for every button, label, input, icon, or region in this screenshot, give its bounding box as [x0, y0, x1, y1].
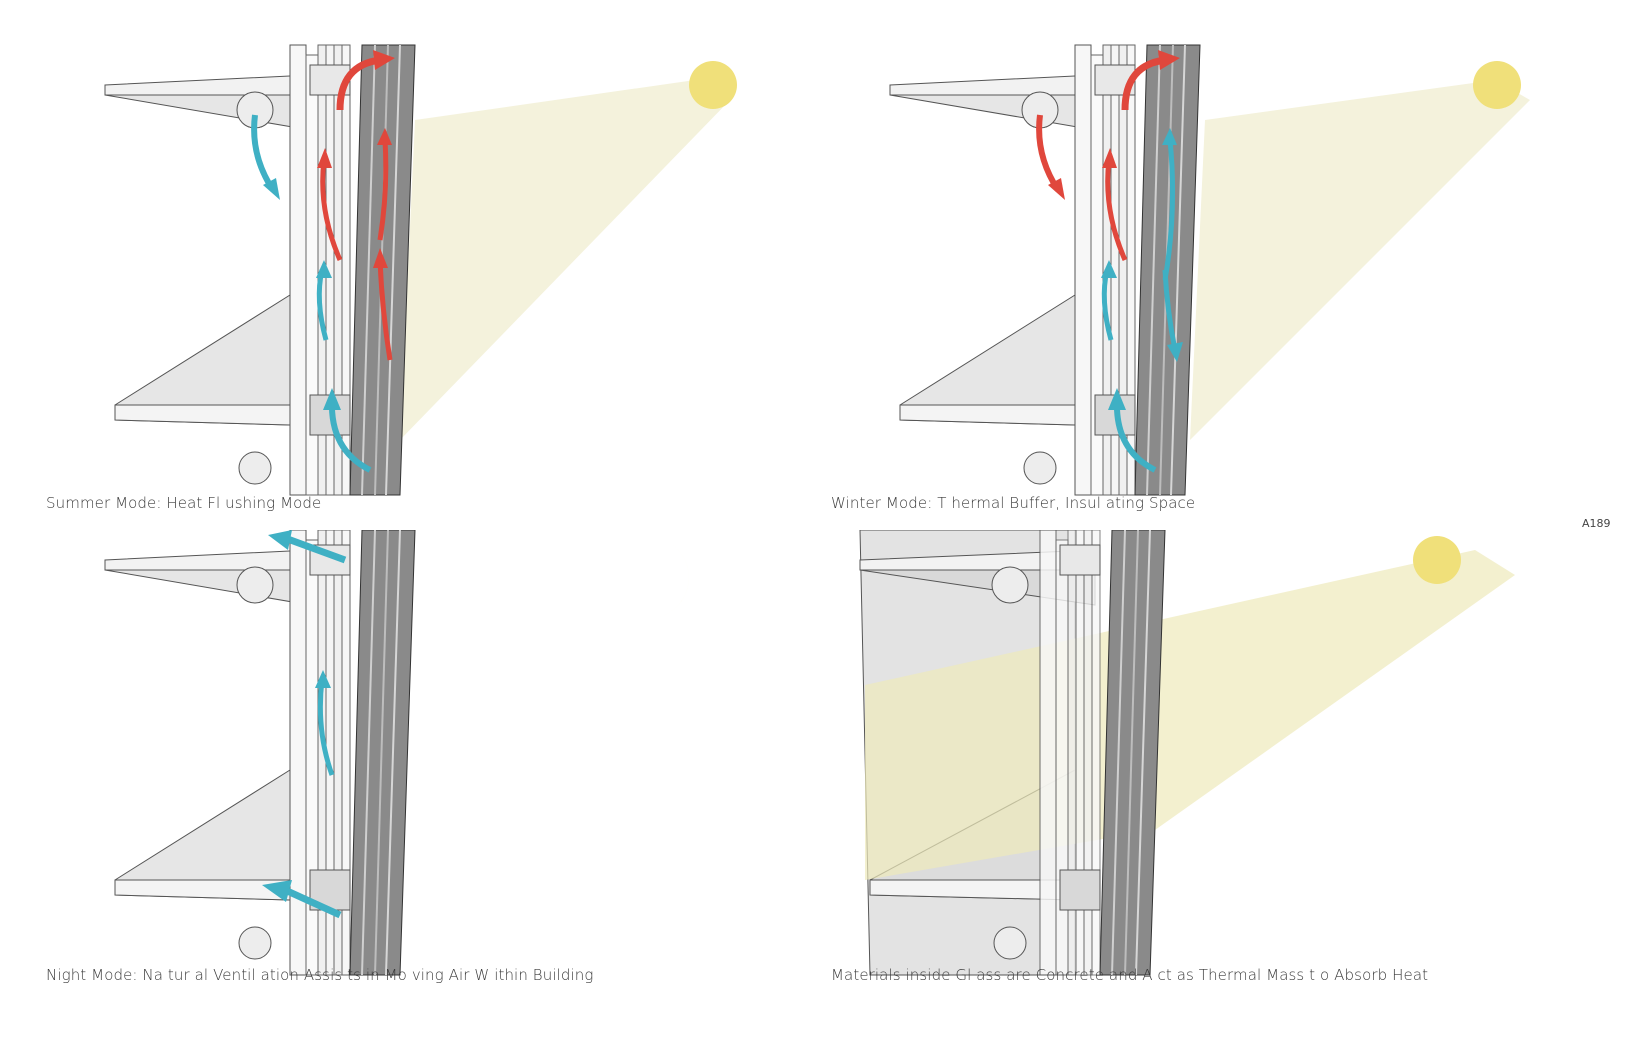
duct-lower — [1023, 451, 1057, 485]
duct-upper — [991, 566, 1029, 604]
duct-lower — [993, 926, 1027, 960]
sun-icon — [689, 61, 737, 109]
duct-lower — [238, 926, 272, 960]
upper-floor-slab — [104, 549, 311, 571]
night-mode-panel: Night Mode: Na tur al Ventil ation Assis… — [40, 530, 780, 1010]
duct-lower — [238, 451, 272, 485]
panel-caption: Summer Mode: Heat Fl ushing Mode — [46, 494, 322, 512]
thermal-mass-panel: Materials inside Gl ass are Concrete and… — [825, 530, 1565, 1010]
sun-icon — [1413, 536, 1461, 584]
winter-mode-diagram — [889, 44, 1530, 496]
sun-light-beam — [1190, 80, 1530, 440]
inner-wall — [1039, 530, 1057, 976]
sun-light-beam — [865, 550, 1515, 880]
warm-air-arrow — [336, 56, 381, 111]
inner-wall — [289, 530, 307, 976]
cool-air-arrow — [283, 534, 347, 564]
upper-floor-slab — [889, 74, 1096, 96]
inner-wall — [289, 44, 307, 496]
thermal-mass-diagram — [859, 530, 1515, 976]
sun-light-beam — [400, 80, 730, 440]
winter-mode-panel: Winter Mode: T hermal Buffer, Insul atin… — [825, 40, 1565, 512]
page-number: A189 — [1582, 517, 1611, 530]
moon-icon — [630, 540, 689, 619]
inner-wall — [1074, 44, 1092, 496]
sun-icon — [1473, 61, 1521, 109]
summer-mode-diagram — [104, 44, 737, 496]
night-mode-diagram — [104, 530, 689, 976]
panel-caption: Materials inside Gl ass are Concrete and… — [831, 966, 1429, 984]
panel-caption: Winter Mode: T hermal Buffer, Insul atin… — [831, 494, 1196, 512]
panel-caption: Night Mode: Na tur al Ventil ation Assis… — [46, 966, 594, 984]
duct-upper — [236, 566, 274, 604]
summer-mode-panel: Summer Mode: Heat Fl ushing Mode — [40, 40, 780, 512]
upper-floor-slab — [104, 74, 311, 96]
